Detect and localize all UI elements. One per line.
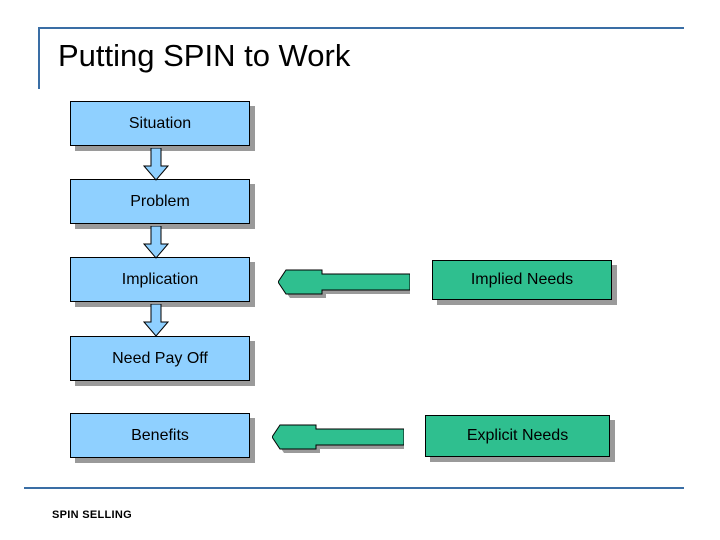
arrow-left-icon-explicit-needs xyxy=(272,419,404,455)
flow-box-problem-label: Problem xyxy=(130,192,190,210)
flow-box-implication-label: Implication xyxy=(121,270,199,288)
flow-box-situation[interactable]: Situation xyxy=(70,101,250,146)
flow-box-need-pay-off-label: Need Pay Off xyxy=(112,349,208,367)
flow-box-implied-needs[interactable]: Implied Needs xyxy=(432,260,612,300)
flow-box-implied-needs-label: Implied Needs xyxy=(470,271,574,288)
title-top-rule xyxy=(38,27,684,29)
flow-box-benefits-label: Benefits xyxy=(131,426,189,444)
flow-box-situation-label: Situation xyxy=(128,114,192,132)
flow-box-implication[interactable]: Implication xyxy=(70,257,250,302)
flow-box-need-pay-off[interactable]: Need Pay Off xyxy=(70,336,250,381)
flow-box-explicit-needs-label: Explicit Needs xyxy=(466,427,569,444)
arrow-down-icon-problem-to-implication xyxy=(143,226,171,262)
page-title: Putting SPIN to Work xyxy=(58,38,351,73)
title-left-rule xyxy=(38,27,40,89)
flow-box-explicit-needs[interactable]: Explicit Needs xyxy=(425,415,610,457)
arrow-down-icon-situation-to-problem xyxy=(143,148,171,184)
arrow-down-icon-implication-to-need-pay-off xyxy=(143,304,171,340)
footer-rule xyxy=(24,487,684,489)
flow-box-benefits[interactable]: Benefits xyxy=(70,413,250,458)
arrow-left-icon-implied-needs xyxy=(278,264,410,300)
footer-label: SPIN SELLING xyxy=(52,509,132,521)
flow-box-problem[interactable]: Problem xyxy=(70,179,250,224)
